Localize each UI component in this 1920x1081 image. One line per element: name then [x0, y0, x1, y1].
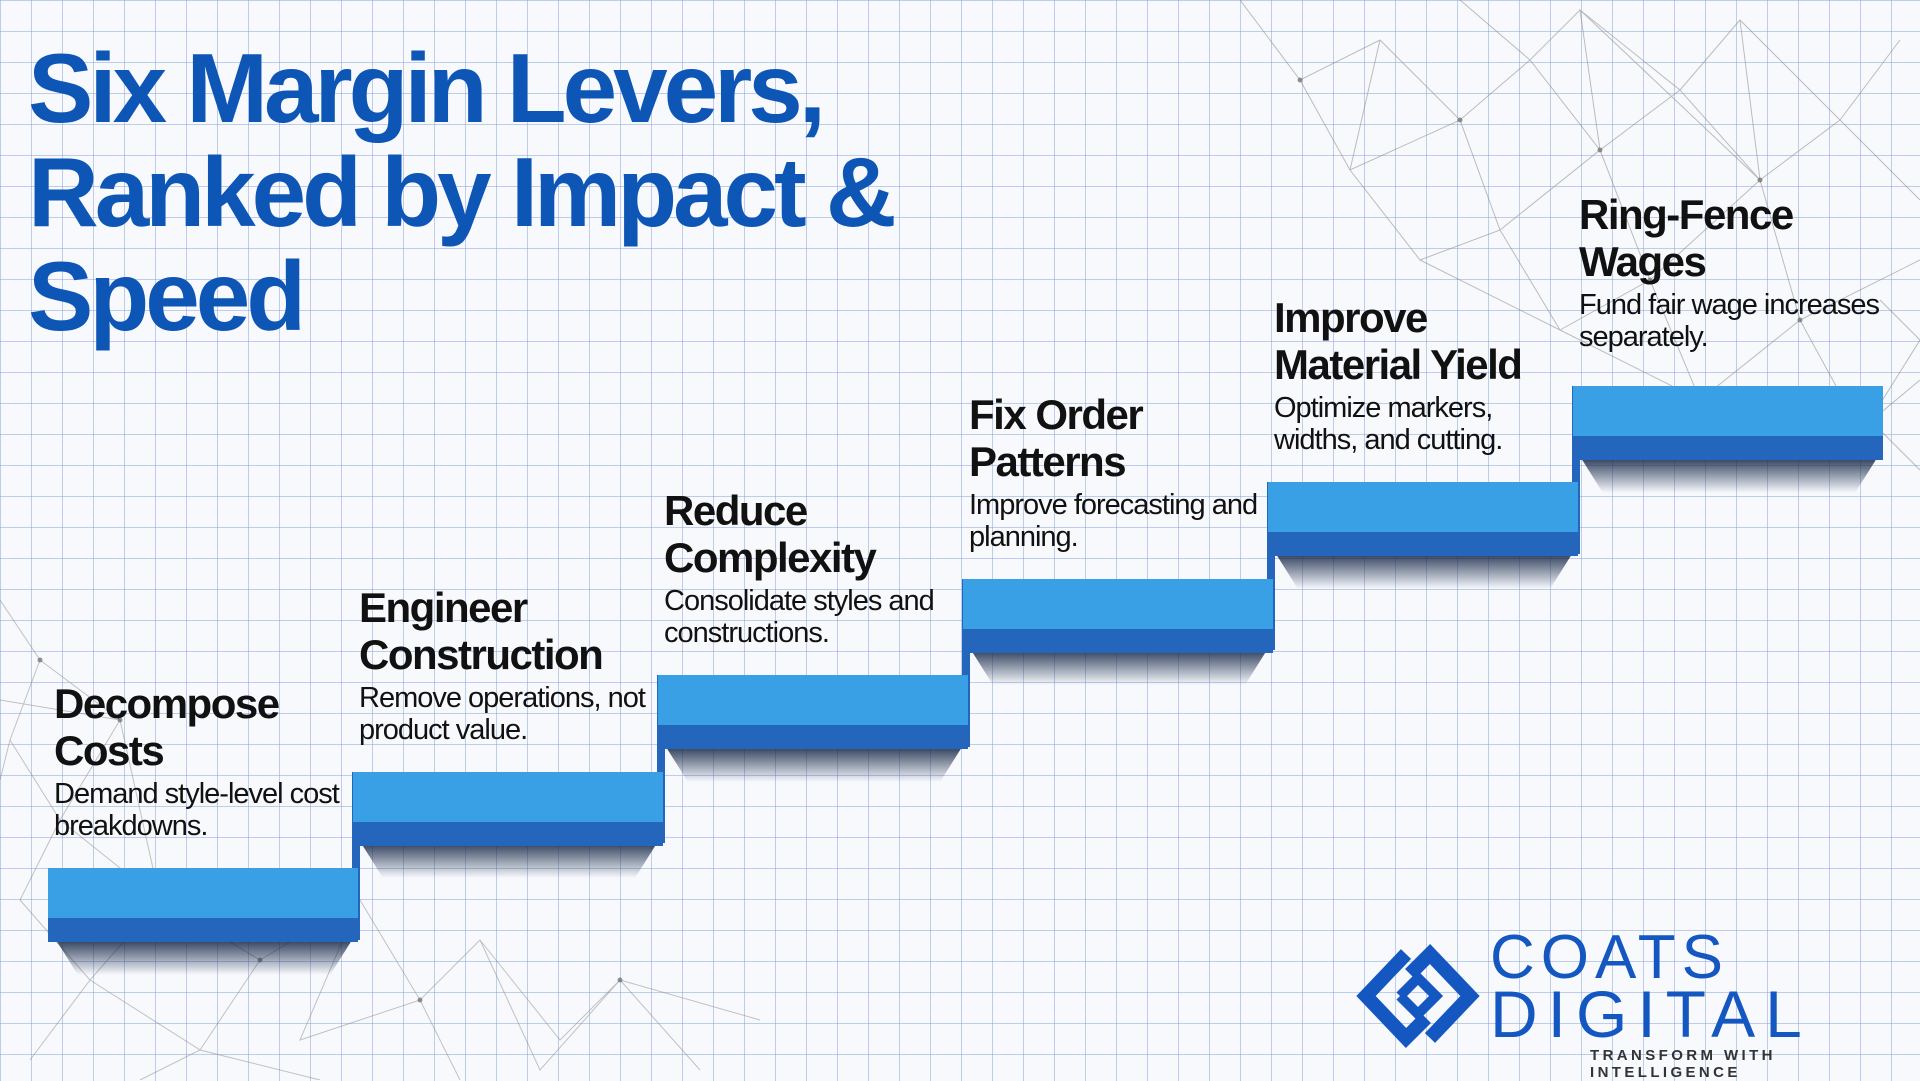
step-4-label: Fix Order Patterns Improve forecasting a… — [969, 391, 1269, 553]
step-2-desc: Remove operations, not product value. — [359, 682, 646, 746]
riser-3 — [962, 579, 970, 747]
step-6-label: Ring-Fence Wages Fund fair wage increase… — [1579, 191, 1880, 353]
step-5-title: Improve Material Yield — [1274, 294, 1523, 388]
step-3-desc: Consolidate styles and constructions. — [664, 585, 935, 649]
step-1 — [48, 868, 358, 975]
interlocking-diamond-icon — [1356, 943, 1480, 1049]
step-5 — [1268, 482, 1578, 589]
step-2-label: Engineer Construction Remove operations,… — [359, 584, 659, 746]
riser-2 — [657, 675, 665, 843]
step-5-label: Improve Material Yield Optimize markers,… — [1274, 294, 1574, 456]
step-4-desc: Improve forecasting and planning. — [969, 489, 1258, 553]
page-title: Six Margin Levers, Ranked by Impact & Sp… — [28, 33, 897, 351]
step-5-desc: Optimize markers, widths, and cutting. — [1274, 392, 1503, 456]
step-3-label: Reduce Complexity Consolidate styles and… — [664, 487, 964, 649]
step-4-title: Fix Order Patterns — [969, 391, 1144, 485]
coats-digital-logo: COATS DIGITAL TRANSFORM WITH INTELLIGENC… — [1348, 926, 1908, 1081]
step-3 — [658, 675, 968, 782]
step-1-desc: Demand style-level cost breakdowns. — [54, 778, 340, 842]
step-2 — [353, 772, 663, 878]
logo-word-digital: DIGITAL — [1490, 977, 1812, 1051]
riser-5 — [1572, 386, 1580, 554]
step-6 — [1573, 386, 1883, 493]
step-6-desc: Fund fair wage increases separately. — [1579, 289, 1880, 353]
logo-tagline: TRANSFORM WITH INTELLIGENCE — [1590, 1047, 1776, 1081]
step-6-title: Ring-Fence Wages — [1579, 191, 1794, 285]
logo-word-coats: COATS — [1490, 923, 1729, 992]
step-4 — [963, 579, 1273, 685]
riser-4 — [1267, 482, 1275, 650]
step-1-label: Decompose Costs Demand style-level cost … — [54, 680, 354, 842]
step-2-title: Engineer Construction — [359, 584, 604, 678]
step-3-title: Reduce Complexity — [664, 487, 877, 581]
step-1-title: Decompose Costs — [54, 680, 280, 774]
riser-1 — [352, 772, 360, 940]
